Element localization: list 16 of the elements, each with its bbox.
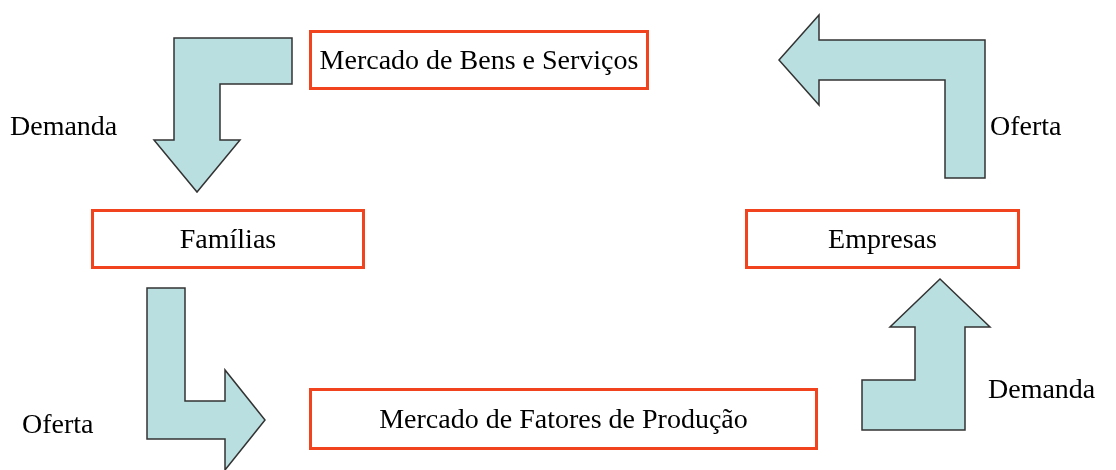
block-arrow	[146, 287, 266, 470]
block-arrow	[861, 277, 992, 431]
edge-label: Oferta	[22, 408, 94, 440]
process-box	[745, 209, 1020, 269]
box-label: Famílias	[179, 223, 277, 255]
box-label: Empresas	[828, 223, 937, 255]
process-box	[91, 209, 365, 269]
edge-label: Demanda	[10, 110, 118, 142]
process-box	[309, 388, 818, 450]
block-arrow	[152, 37, 293, 194]
edge-label: Demanda	[988, 373, 1096, 405]
process-box	[309, 30, 649, 90]
box-label: Mercado de Bens e Serviços	[319, 44, 639, 76]
edge-label: Oferta	[990, 110, 1062, 142]
block-arrow	[778, 13, 986, 179]
box-label: Mercado de Fatores de Produção	[379, 403, 748, 435]
